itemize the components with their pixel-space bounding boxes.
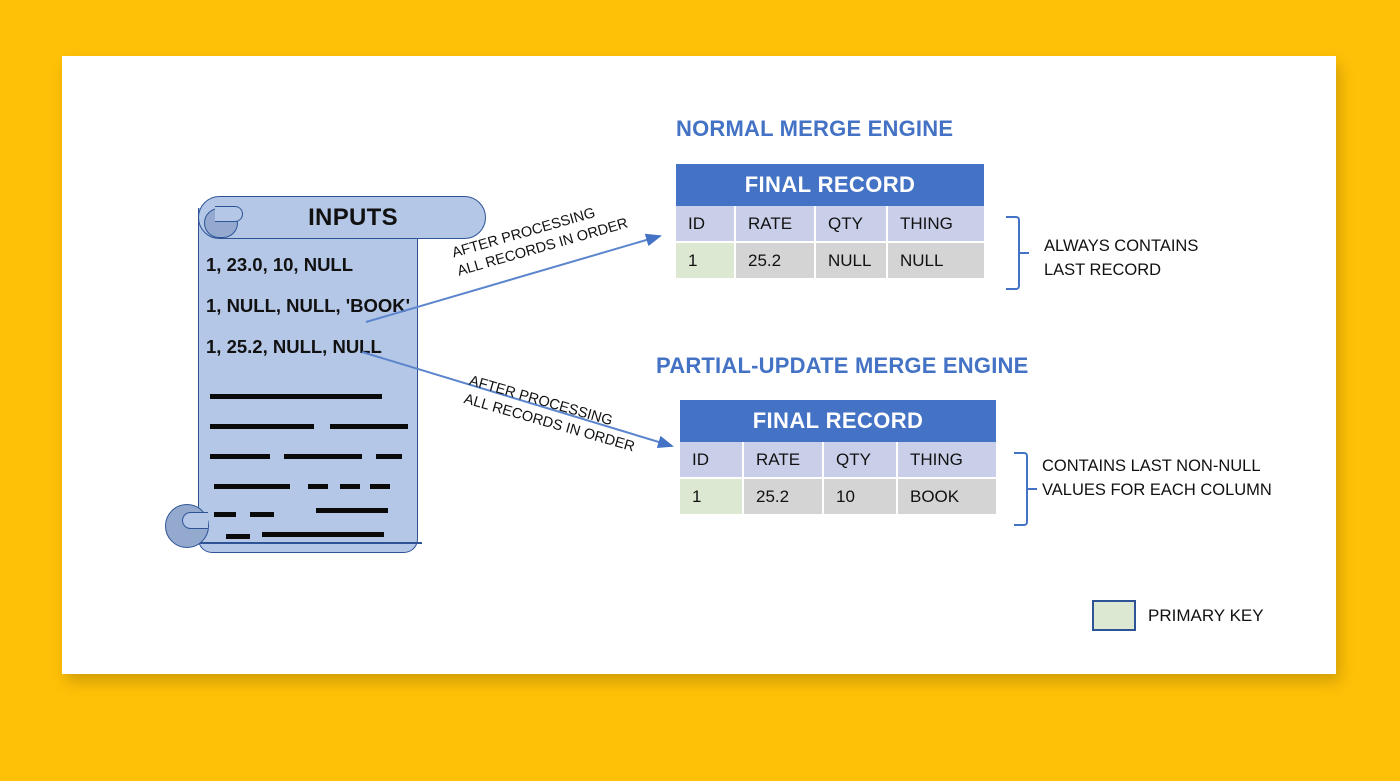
cell-thing: NULL	[888, 243, 984, 280]
table-row: 1 25.2 10 BOOK	[680, 479, 996, 516]
table-banner: FINAL RECORD	[676, 164, 984, 206]
column-header-rate: RATE	[744, 442, 824, 479]
column-header-id: ID	[680, 442, 744, 479]
cell-rate: 25.2	[736, 243, 816, 280]
cell-qty: 10	[824, 479, 898, 516]
slide-card: 1, 23.0, 10, NULL 1, NULL, NULL, 'BOOK' …	[62, 56, 1336, 674]
scroll-bottom-edge	[182, 542, 422, 544]
brace-tick-normal	[1020, 252, 1029, 254]
inputs-scroll: 1, 23.0, 10, NULL 1, NULL, NULL, 'BOOK' …	[160, 186, 486, 566]
input-record: 1, 23.0, 10, NULL	[206, 254, 354, 275]
scroll-bottom-curl-notch-icon	[182, 512, 208, 529]
column-header-rate: RATE	[736, 206, 816, 243]
table-header-row: ID RATE QTY THING	[680, 442, 996, 479]
final-record-table-normal: FINAL RECORD ID RATE QTY THING 1 25.2 NU…	[676, 164, 984, 280]
column-header-id: ID	[676, 206, 736, 243]
section-title-partial-update-merge-engine: PARTIAL-UPDATE MERGE ENGINE	[656, 353, 1029, 378]
legend-swatch-primary-key	[1092, 600, 1136, 631]
brace-partial	[1014, 452, 1028, 526]
final-record-table-partial: FINAL RECORD ID RATE QTY THING 1 25.2 10…	[680, 400, 996, 516]
column-header-thing: THING	[888, 206, 984, 243]
cell-rate: 25.2	[744, 479, 824, 516]
table-banner: FINAL RECORD	[680, 400, 996, 442]
legend-label-primary-key: PRIMARY KEY	[1148, 605, 1264, 625]
section-title-normal-merge-engine: NORMAL MERGE ENGINE	[676, 116, 954, 141]
brace-tick-partial	[1028, 488, 1037, 490]
scroll-top-curl-notch-icon	[215, 206, 243, 222]
cell-thing: BOOK	[898, 479, 996, 516]
legend: PRIMARY KEY	[1092, 600, 1264, 631]
note-partial: CONTAINS LAST NON-NULL VALUES FOR EACH C…	[1042, 457, 1272, 499]
scroll-decorative-lines	[198, 386, 418, 546]
column-header-qty: QTY	[824, 442, 898, 479]
table-row: 1 25.2 NULL NULL	[676, 243, 984, 280]
inputs-record-list: 1, 23.0, 10, NULL 1, NULL, NULL, 'BOOK' …	[198, 244, 420, 374]
brace-normal	[1006, 216, 1020, 290]
scroll-header-bar	[198, 196, 486, 239]
cell-qty: NULL	[816, 243, 888, 280]
bottom-accent-bar	[65, 713, 1335, 734]
inputs-title: INPUTS	[308, 203, 398, 231]
cell-id: 1	[680, 479, 744, 516]
table-header-row: ID RATE QTY THING	[676, 206, 984, 243]
input-record: 1, 25.2, NULL, NULL	[206, 336, 382, 357]
note-normal: ALWAYS CONTAINS LAST RECORD	[1044, 237, 1199, 279]
input-record: 1, NULL, NULL, 'BOOK'	[206, 295, 411, 316]
arrow-label-partial: AFTER PROCESSING ALL RECORDS IN ORDER	[462, 372, 637, 456]
cell-id: 1	[676, 243, 736, 280]
column-header-qty: QTY	[816, 206, 888, 243]
column-header-thing: THING	[898, 442, 996, 479]
